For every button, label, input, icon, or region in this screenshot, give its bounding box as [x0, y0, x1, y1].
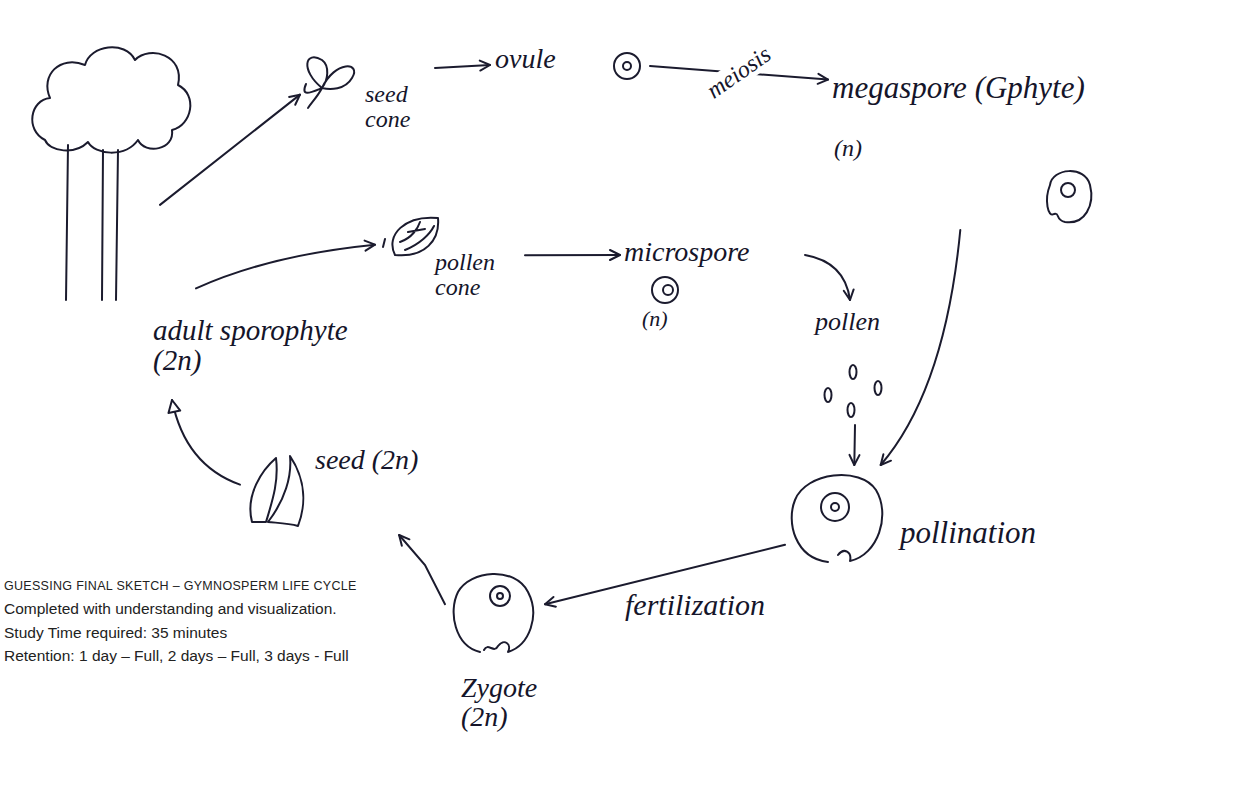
zygote-stage: Zygote (2n)	[445, 570, 545, 750]
megaspore-drawing	[1047, 171, 1091, 222]
study-note: Retention: 1 day – Full, 2 days – Full, …	[4, 644, 404, 667]
process-label: meiosis	[700, 40, 778, 105]
cycle-arrow	[805, 255, 850, 300]
study-note: Study Time required: 35 minutes	[4, 621, 404, 644]
study-note: Completed with understanding and visuali…	[4, 597, 404, 620]
process-label: fertilization	[622, 589, 768, 621]
seed-cone-stage: seed cone	[300, 50, 435, 145]
tree-trunk	[66, 145, 118, 300]
ovule-stage: ovule	[490, 40, 650, 90]
pollen-grain	[875, 381, 882, 395]
seed-cone-drawing	[304, 57, 354, 108]
stage-label: Zygote (2n)	[461, 673, 541, 732]
stage-label: pollen cone	[435, 250, 515, 300]
pollen-grain	[848, 403, 855, 417]
stage-label: microspore	[624, 237, 749, 266]
pollen-stage: pollen	[805, 300, 905, 425]
stage-label: seed cone	[365, 82, 427, 132]
ovule-core	[623, 62, 631, 70]
stage-label: pollination	[900, 517, 1036, 550]
cycle-arrow	[399, 535, 445, 604]
zygote-core	[490, 586, 510, 606]
tree-canopy	[32, 47, 190, 152]
pollination-nucleus	[831, 503, 839, 511]
pollen-cone-drawing	[383, 218, 438, 256]
pollen-grain	[850, 365, 857, 379]
pollen-grain	[825, 388, 832, 402]
stage-label: pollen	[815, 308, 880, 335]
cycle-arrow	[160, 95, 300, 205]
megaspore-core	[1061, 183, 1075, 197]
cycle-arrow	[172, 400, 240, 485]
cycle-arrow	[435, 65, 490, 68]
sketch-title-note: GUESSING FINAL SKETCH – GYMNOSPERM LIFE …	[4, 576, 404, 597]
microspore-stage: microspore (n)	[620, 235, 805, 335]
ploidy-label: (n)	[834, 136, 862, 161]
stage-label: adult sporophyte (2n)	[153, 315, 358, 376]
microspore-drawing	[652, 277, 678, 303]
seed-drawing	[250, 456, 303, 526]
megaspore-stage: megaspore (Gphyte) (n)	[828, 70, 1098, 230]
pollination-stage: pollination	[785, 465, 1115, 570]
ovule-drawing	[614, 53, 640, 79]
cycle-arrow	[853, 425, 856, 465]
microspore-core	[663, 285, 673, 295]
stage-label: megaspore (Gphyte)	[832, 72, 1085, 105]
pollen-cone-stage: pollen cone	[375, 210, 525, 315]
pollination-drawing	[792, 475, 883, 562]
caption-notes: GUESSING FINAL SKETCH – GYMNOSPERM LIFE …	[4, 576, 404, 667]
cycle-arrow	[525, 254, 620, 256]
pollination-core	[821, 493, 849, 521]
cycle-arrow	[881, 230, 961, 465]
stage-label: ovule	[495, 44, 556, 73]
stage-label: seed (2n)	[315, 445, 418, 474]
ploidy-label: (n)	[642, 307, 668, 330]
zygote-drawing	[454, 574, 534, 652]
zygote-nucleus	[497, 593, 503, 599]
cycle-arrow	[196, 245, 375, 289]
seed-stage: seed (2n)	[240, 440, 455, 535]
